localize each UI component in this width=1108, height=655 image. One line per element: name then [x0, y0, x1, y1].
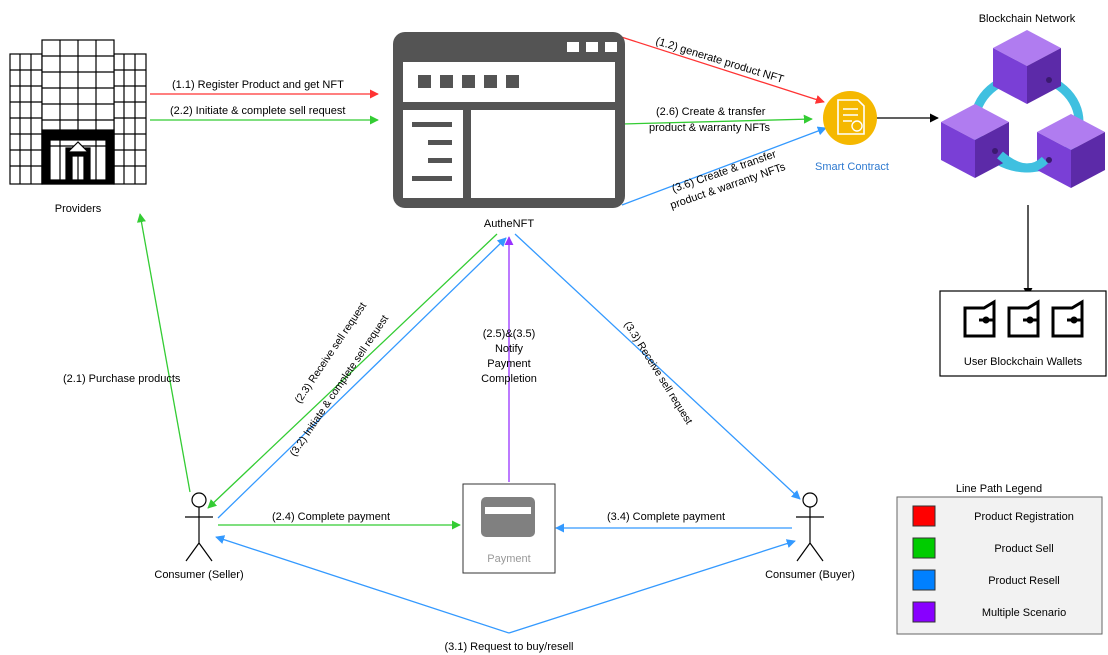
legend-swatch-0	[912, 505, 936, 527]
credit-card-icon	[481, 497, 535, 537]
label-receive-sell-buyer: (3.3) Receive sell request	[621, 319, 694, 426]
label-notify-4: Completion	[481, 373, 537, 385]
seller-label: Consumer (Seller)	[154, 569, 243, 581]
blockchain-node: Blockchain Network	[941, 13, 1105, 188]
wallets-label: User Blockchain Wallets	[964, 356, 1083, 368]
label-notify-1: (2.5)&(3.5)	[483, 328, 536, 340]
legend-swatch-1	[912, 537, 936, 559]
smart-contract-label: Smart Contract	[815, 161, 889, 173]
edges	[136, 33, 1033, 634]
browser-window-icon	[393, 32, 625, 208]
label-buyer-payment: (3.4) Complete payment	[607, 511, 725, 523]
label-register-product: (1.1) Register Product and get NFT	[172, 79, 344, 91]
payment-node: Payment	[462, 483, 556, 574]
label-notify-2: Notify	[495, 343, 524, 355]
legend: Line Path Legend Product RegistrationPro…	[896, 483, 1103, 635]
legend-swatch-3	[912, 601, 936, 623]
edge-generate-nft	[611, 33, 825, 104]
label-create-transfer-sell-1: (2.6) Create & transfer	[656, 106, 766, 118]
legend-swatch-2	[912, 569, 936, 591]
edge-initiate-resell	[217, 237, 507, 519]
providers-node: Providers	[9, 39, 147, 215]
building-icon	[9, 39, 147, 185]
stick-figure-icon	[185, 492, 213, 562]
seller-node: Consumer (Seller)	[154, 492, 244, 581]
wallet-icon	[963, 299, 1084, 338]
stick-figure-icon	[796, 492, 824, 562]
label-notify-3: Payment	[487, 358, 530, 370]
smart-contract-node: Smart Contract	[815, 91, 889, 173]
legend-label-3: Multiple Scenario	[982, 607, 1066, 619]
edge-request-buy-resell	[215, 535, 510, 634]
legend-title: Line Path Legend	[956, 483, 1042, 495]
buyer-node: Consumer (Buyer)	[765, 492, 855, 581]
label-initiate-sell: (2.2) Initiate & complete sell request	[170, 105, 345, 117]
edge-request-buy-resell-buyer	[508, 539, 796, 634]
edge-receive-sell-buyer	[514, 233, 801, 500]
label-seller-payment: (2.4) Complete payment	[272, 511, 390, 523]
blockchain-cubes-icon	[941, 30, 1105, 188]
blockchain-label: Blockchain Network	[979, 13, 1076, 25]
edge-receive-sell-seller	[207, 233, 498, 509]
providers-label: Providers	[55, 203, 102, 215]
wallets-node: User Blockchain Wallets	[939, 290, 1107, 377]
buyer-label: Consumer (Buyer)	[765, 569, 855, 581]
certificate-icon	[823, 91, 877, 145]
label-create-transfer-sell-2: product & warranty NFTs	[649, 122, 771, 134]
legend-label-0: Product Registration	[974, 511, 1074, 523]
legend-label-2: Product Resell	[988, 575, 1060, 587]
edge-purchase-products	[136, 213, 191, 493]
legend-label-1: Product Sell	[994, 543, 1053, 555]
label-request-buy-resell: (3.1) Request to buy/resell	[444, 641, 573, 653]
payment-label: Payment	[487, 553, 530, 565]
authenft-label: AutheNFT	[484, 218, 534, 230]
edge-create-transfer-sell	[621, 114, 813, 125]
label-generate-nft: (1.2) generate product NFT	[654, 35, 785, 86]
label-purchase-products: (2.1) Purchase products	[63, 373, 181, 385]
edge-create-transfer-resell	[621, 126, 827, 206]
authenft-node: AutheNFT	[393, 32, 625, 230]
